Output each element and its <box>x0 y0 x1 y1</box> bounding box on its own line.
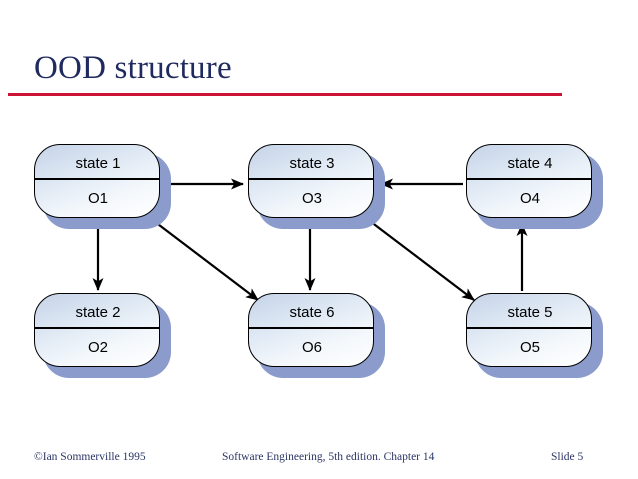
edge-state3-to-state5 <box>357 211 475 301</box>
state-node-state4[interactable]: state 4 O4 <box>466 144 603 229</box>
state-label: state 1 <box>75 155 121 172</box>
state-label: state 2 <box>75 304 121 321</box>
object-label: O5 <box>519 339 540 356</box>
object-label: O1 <box>87 190 108 207</box>
state-divider <box>35 327 159 329</box>
footer-slide-number: Slide 5 <box>551 451 584 463</box>
state-node-state6[interactable]: state 6 O6 <box>248 293 385 378</box>
state-divider <box>467 327 591 329</box>
footer-copyright: ©Ian Sommerville 1995 <box>34 451 146 463</box>
object-label: O6 <box>301 339 322 356</box>
state-node-body: state 5 O5 <box>466 293 592 367</box>
state-label: state 3 <box>289 155 335 172</box>
object-label: O3 <box>301 190 322 207</box>
state-divider <box>249 178 373 180</box>
edge-state1-to-state6 <box>141 211 259 301</box>
state-node-body: state 4 O4 <box>466 144 592 218</box>
slide-footer: ©Ian Sommerville 1995 Software Engineeri… <box>0 448 638 470</box>
object-label: O2 <box>87 339 108 356</box>
state-node-body: state 3 O3 <box>248 144 374 218</box>
state-label: state 5 <box>507 304 553 321</box>
state-node-state3[interactable]: state 3 O3 <box>248 144 385 229</box>
state-node-body: state 1 O1 <box>34 144 160 218</box>
title-divider-rule <box>8 93 562 96</box>
state-node-state1[interactable]: state 1 O1 <box>34 144 171 229</box>
state-node-state5[interactable]: state 5 O5 <box>466 293 603 378</box>
page-title: OOD structure <box>34 50 232 86</box>
state-divider <box>467 178 591 180</box>
footer-book-reference: Software Engineering, 5th edition. Chapt… <box>222 451 435 463</box>
state-node-state2[interactable]: state 2 O2 <box>34 293 171 378</box>
object-label: O4 <box>519 190 540 207</box>
state-divider <box>35 178 159 180</box>
state-divider <box>249 327 373 329</box>
state-node-body: state 6 O6 <box>248 293 374 367</box>
state-label: state 4 <box>507 155 553 172</box>
state-node-body: state 2 O2 <box>34 293 160 367</box>
state-label: state 6 <box>289 304 335 321</box>
